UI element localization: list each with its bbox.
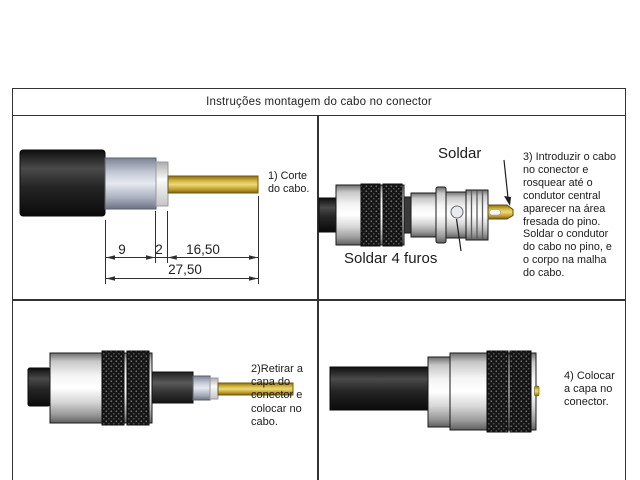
cable-braid — [192, 375, 211, 401]
dimension-arrows — [106, 255, 258, 281]
knurl-ring — [126, 350, 150, 426]
cable-conductor — [167, 175, 259, 194]
cable-dielectric — [155, 161, 169, 207]
body-flange — [435, 186, 447, 244]
solder-callout: Soldar — [438, 145, 482, 162]
vertical-divider — [317, 116, 319, 480]
knurl-ring — [486, 350, 509, 433]
ridge-grooves — [470, 191, 484, 239]
knurl-ring — [360, 183, 381, 247]
cap-rear-stub — [27, 367, 51, 407]
page-title: Instruções montagem do cabo no conector — [206, 95, 432, 108]
solder-hole — [450, 205, 464, 219]
solder-leader-arrow — [504, 196, 511, 206]
step3-connector-drawing — [318, 159, 514, 252]
title-bar: Instruções montagem do cabo no conector — [12, 88, 626, 116]
cable-jacket — [151, 371, 194, 404]
dimension-16-50: 16,50 — [186, 242, 220, 257]
horizontal-divider — [12, 299, 626, 301]
dimension-2: 2 — [155, 242, 163, 257]
solder-4-holes-callout: Soldar 4 furos — [344, 250, 438, 267]
dimension-27-50: 27,50 — [168, 262, 202, 277]
cable — [329, 366, 431, 411]
table-frame — [12, 88, 626, 480]
back-shell — [427, 356, 451, 428]
connector-body — [410, 192, 438, 238]
solder-leader-line — [503, 159, 509, 199]
step1-cable-drawing — [19, 149, 259, 284]
step4-assembled-drawing — [329, 350, 540, 433]
dimension-lines — [105, 196, 259, 284]
cable-dielectric — [209, 377, 219, 400]
solder-holes-leader-line — [455, 218, 462, 252]
pin-milled-area — [489, 209, 501, 216]
step2-cap-drawing — [27, 350, 294, 426]
knurl-ring — [101, 350, 125, 426]
center-contact — [534, 385, 540, 397]
cable-conductor — [217, 382, 294, 396]
knurl-ring — [509, 350, 532, 433]
cable-jacket — [19, 149, 106, 217]
cable-braid — [104, 157, 157, 210]
dimension-9: 9 — [118, 242, 126, 257]
cable-stub — [318, 197, 337, 233]
knurl-ring — [382, 183, 403, 247]
